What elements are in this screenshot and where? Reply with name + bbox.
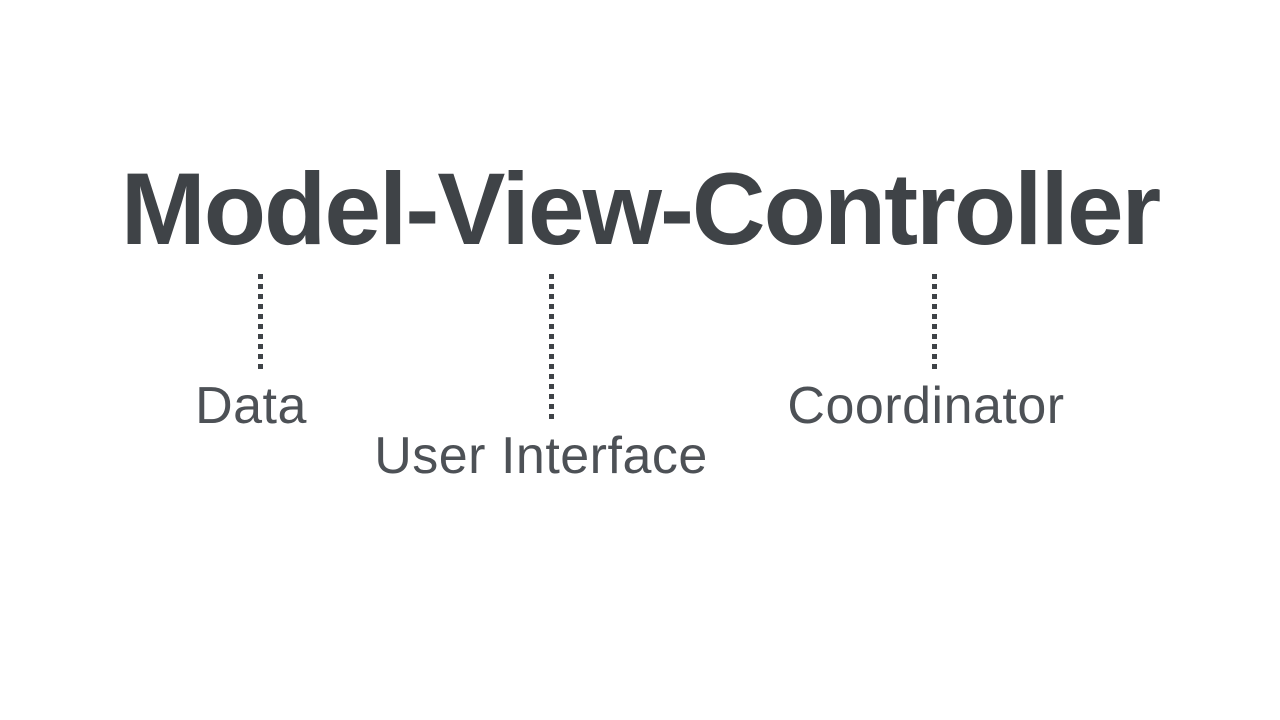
dotted-connector-view xyxy=(549,274,554,419)
label-controller-coordinator: Coordinator xyxy=(787,377,1065,435)
dotted-connector-controller xyxy=(932,274,937,369)
label-model-data: Data xyxy=(195,377,307,435)
dotted-connector-model xyxy=(258,274,263,369)
label-view-user-interface: User Interface xyxy=(374,427,708,485)
page-title: Model-View-Controller xyxy=(120,152,1162,266)
